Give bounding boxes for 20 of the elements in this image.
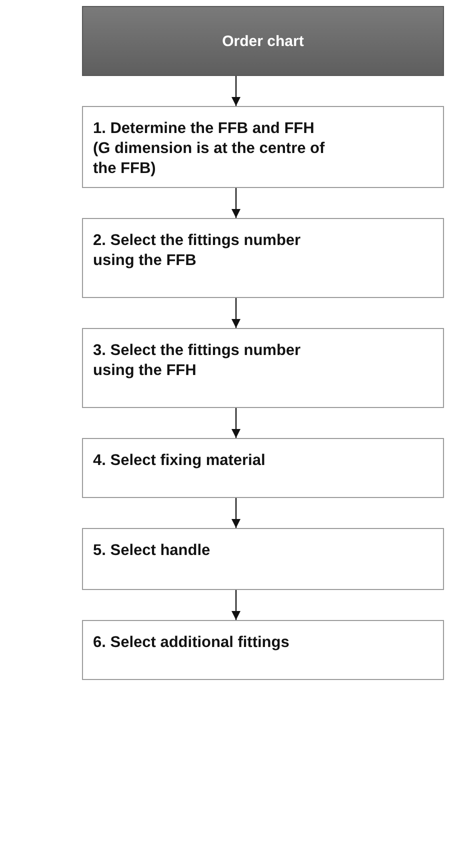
process-box <box>82 106 444 188</box>
step-text: 3. Select the fittings number using the FFH <box>93 341 302 381</box>
arrow <box>232 76 240 106</box>
process-box <box>82 438 444 498</box>
arrow <box>232 188 240 218</box>
step-text: 6. Select additional fittings <box>93 633 290 653</box>
step-text: 2. Select the fittings number using the FFB <box>93 231 302 271</box>
arrow <box>232 408 240 438</box>
step-text: 5. Select handle <box>93 541 212 561</box>
step-text: 4. Select fixing material <box>93 451 266 471</box>
header-box <box>82 6 444 76</box>
process-box <box>82 620 444 680</box>
arrow <box>232 498 240 528</box>
header-title: Order chart <box>222 32 304 50</box>
arrow <box>232 298 240 328</box>
process-box <box>82 528 444 590</box>
process-box <box>82 328 444 408</box>
process-box <box>82 218 444 298</box>
step-text: 1. Determine the FFB and FFH (G dimension is at the centre of the FFB) <box>93 119 326 179</box>
arrow <box>232 590 240 620</box>
